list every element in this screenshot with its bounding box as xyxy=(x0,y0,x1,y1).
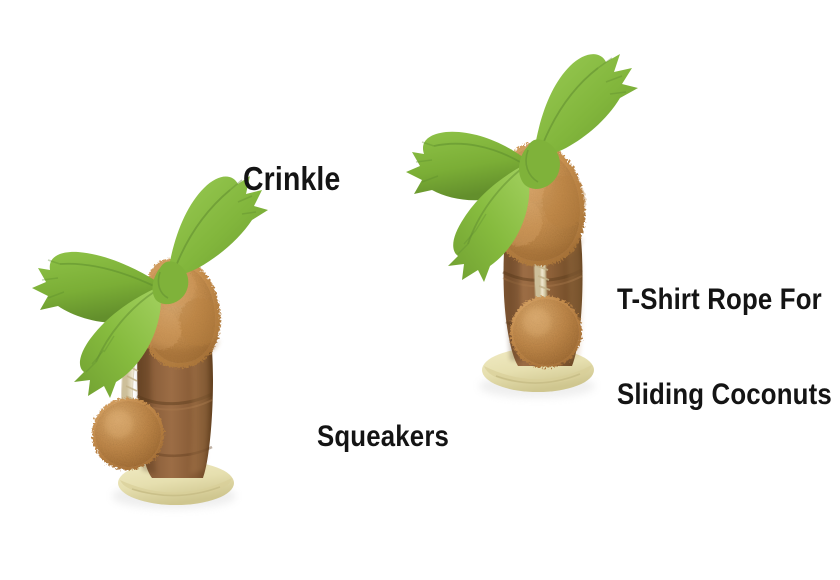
label-crinkle: Crinkle xyxy=(243,92,340,267)
right-tree-pom-pom xyxy=(510,296,582,368)
squeakers-arrow xyxy=(182,279,448,406)
label-squeakers-text: Squeakers xyxy=(317,419,450,453)
left-tree-pom-pom xyxy=(92,398,164,470)
frond-upper-right xyxy=(168,176,268,276)
frond-lower-left-2 xyxy=(448,166,530,282)
right-tree-fronds xyxy=(406,54,638,282)
crinkle-arrow xyxy=(288,40,530,114)
label-t-shirt-rope: T-Shirt Rope For Sliding Coconuts xyxy=(617,220,832,474)
label-rope-line-2: Sliding Coconuts xyxy=(617,377,832,411)
label-rope-line-1: T-Shirt Rope For xyxy=(617,282,822,316)
frond-lower-left xyxy=(74,288,161,398)
frond-upper-right-2 xyxy=(534,54,638,156)
left-tree-base xyxy=(118,461,234,505)
frond-left-2 xyxy=(406,131,526,201)
palm-tree-toy-right xyxy=(406,54,638,398)
frond-crown-knot-2 xyxy=(519,139,561,189)
label-squeakers: Squeakers xyxy=(317,357,449,516)
label-crinkle-text: Crinkle xyxy=(243,159,341,197)
rope-arrow xyxy=(544,173,702,226)
left-tree-fronds xyxy=(32,176,268,398)
